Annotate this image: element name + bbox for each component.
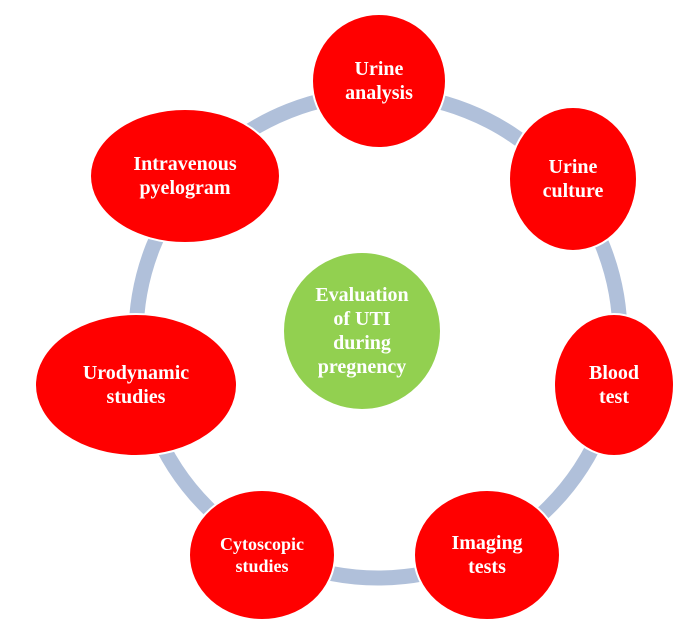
node-shape-intravenous-pyelogram bbox=[89, 108, 281, 244]
node-shape-imaging-tests bbox=[413, 489, 561, 621]
node-label-urodynamic-studies: Urodynamic studies bbox=[82, 362, 190, 408]
node-shape-cytoscopic-studies bbox=[188, 489, 336, 621]
node-label-intravenous-pyelogram: Intravenous pyelogram bbox=[133, 153, 237, 199]
node-shape-urine-analysis bbox=[311, 13, 447, 149]
node-label-imaging-tests: Imaging tests bbox=[451, 532, 523, 578]
node-label-cytoscopic-studies: Cytoscopic studies bbox=[220, 534, 304, 576]
node-label-urine-culture: Urine culture bbox=[542, 156, 604, 202]
node-label-blood-test: Blood test bbox=[588, 362, 640, 408]
node-shape-urine-culture bbox=[508, 106, 638, 252]
node-label-urine-analysis: Urine analysis bbox=[345, 58, 413, 104]
node-shape-blood-test bbox=[553, 313, 675, 457]
node-shape-urodynamic-studies bbox=[34, 313, 238, 457]
center-label: Evaluation of UTI during pregnency bbox=[315, 284, 409, 378]
center-node-shape bbox=[282, 251, 442, 411]
